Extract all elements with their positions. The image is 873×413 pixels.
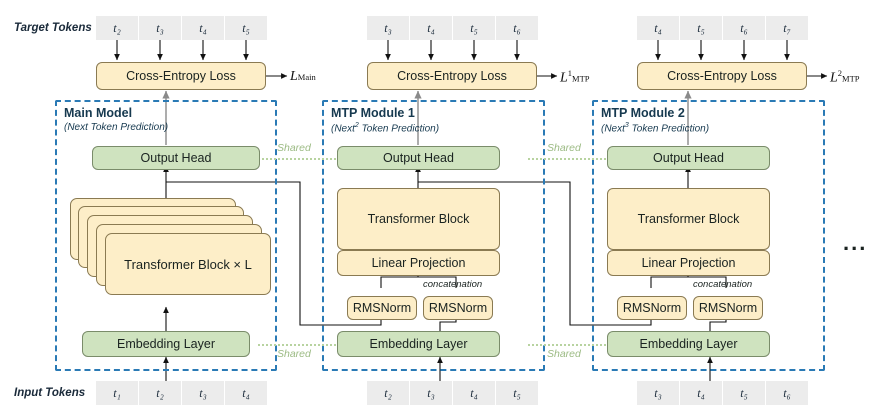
linear-projection-mtp1: Linear Projection <box>337 250 500 276</box>
module-title-main-model: Main Model <box>64 106 133 120</box>
input-token-cell: t₂ <box>367 381 409 405</box>
target-tokens-label: Target Tokens <box>14 22 92 34</box>
module-title-mtp-module-1: MTP Module 1 <box>331 106 415 120</box>
concatenation-label-mtp1: concatenation <box>423 279 483 290</box>
input-token-cell: t₁ <box>96 381 138 405</box>
rmsnorm-right-mtp1: RMSNorm <box>423 296 493 320</box>
transformer-block-main: Transformer Block × L <box>105 233 271 295</box>
target-token-cell: t₆ <box>723 16 765 40</box>
shared-link-embedding-2 <box>528 344 618 346</box>
input-token-cell: t₃ <box>637 381 679 405</box>
loss-symbol-mtp2: L2MTP <box>830 68 860 87</box>
shared-label-embedding-2: Shared <box>547 348 581 360</box>
input-token-row-main: t₁ t₂ t₃ t₄ <box>96 381 267 405</box>
subtitle-superscript: 2 <box>354 122 359 129</box>
input-token-row-mtp2: t₃ t₄ t₅ t₆ <box>637 381 808 405</box>
subtitle-superscript: 3 <box>624 122 629 129</box>
module-frame-mtp-module-2 <box>592 100 825 371</box>
subtitle-pre: (Next <box>601 123 625 135</box>
target-token-cell: t₅ <box>453 16 495 40</box>
target-token-cell: t₅ <box>225 16 267 40</box>
rmsnorm-right-mtp2: RMSNorm <box>693 296 763 320</box>
loss-subscript: MTP <box>572 73 590 84</box>
input-token-cell: t₅ <box>496 381 538 405</box>
target-token-cell: t₇ <box>766 16 808 40</box>
loss-symbol-mtp1: L1MTP <box>560 68 590 87</box>
shared-label-output-head-2: Shared <box>547 142 581 154</box>
target-token-cell: t₃ <box>367 16 409 40</box>
rmsnorm-left-mtp2: RMSNorm <box>617 296 687 320</box>
subtitle-post: Token Prediction) <box>628 123 710 135</box>
shared-link-output-head-2 <box>528 158 618 160</box>
output-head-mtp1: Output Head <box>337 146 500 170</box>
target-token-cell: t₅ <box>680 16 722 40</box>
target-token-cell: t₃ <box>139 16 181 40</box>
loss-superscript: 2 <box>837 68 843 78</box>
loss-script-letter: L <box>290 69 298 84</box>
module-title-mtp-module-2: MTP Module 2 <box>601 106 685 120</box>
shared-label-output-head-1: Shared <box>277 142 311 154</box>
cross-entropy-loss-mtp1: Cross-Entropy Loss <box>367 62 537 90</box>
target-token-row-main: t₂ t₃ t₄ t₅ <box>96 16 267 40</box>
more-modules-ellipsis: ... <box>843 230 868 255</box>
input-token-cell: t₄ <box>453 381 495 405</box>
target-token-cell: t₄ <box>182 16 224 40</box>
module-subtitle-mtp-module-2: (Next3 Token Prediction) <box>601 122 709 134</box>
concatenation-label-mtp2: concatenation <box>693 279 753 290</box>
rmsnorm-left-mtp1: RMSNorm <box>347 296 417 320</box>
embedding-layer-main: Embedding Layer <box>82 331 250 357</box>
cross-entropy-loss-mtp2: Cross-Entropy Loss <box>637 62 807 90</box>
target-token-cell: t₄ <box>637 16 679 40</box>
input-token-cell: t₅ <box>723 381 765 405</box>
input-token-cell: t₄ <box>680 381 722 405</box>
cross-entropy-loss-main: Cross-Entropy Loss <box>96 62 266 90</box>
embedding-layer-mtp1: Embedding Layer <box>337 331 500 357</box>
input-token-cell: t₆ <box>766 381 808 405</box>
input-tokens-label: Input Tokens <box>14 387 86 399</box>
output-head-main: Output Head <box>92 146 260 170</box>
module-subtitle-main-model: (Next Token Prediction) <box>64 122 169 133</box>
target-token-cell: t₆ <box>496 16 538 40</box>
loss-subscript: MTP <box>842 73 860 84</box>
loss-symbol-main: LMain <box>290 68 316 85</box>
output-head-mtp2: Output Head <box>607 146 770 170</box>
target-token-cell: t₄ <box>410 16 452 40</box>
loss-script-letter: L <box>830 70 838 86</box>
target-token-row-mtp1: t₃ t₄ t₅ t₆ <box>367 16 538 40</box>
shared-label-embedding-1: Shared <box>277 348 311 360</box>
module-frame-mtp-module-1 <box>322 100 545 371</box>
shared-link-embedding-1 <box>258 344 348 346</box>
module-frame-main-model <box>55 100 277 371</box>
input-token-cell: t₄ <box>225 381 267 405</box>
target-token-row-mtp2: t₄ t₅ t₆ t₇ <box>637 16 808 40</box>
transformer-block-mtp2: Transformer Block <box>607 188 770 250</box>
embedding-layer-mtp2: Embedding Layer <box>607 331 770 357</box>
module-subtitle-mtp-module-1: (Next2 Token Prediction) <box>331 122 439 134</box>
transformer-block-mtp1: Transformer Block <box>337 188 500 250</box>
linear-projection-mtp2: Linear Projection <box>607 250 770 276</box>
input-token-row-mtp1: t₂ t₃ t₄ t₅ <box>367 381 538 405</box>
subtitle-pre: (Next <box>331 123 355 135</box>
loss-superscript: 1 <box>567 68 573 78</box>
loss-subscript: Main <box>297 72 316 82</box>
shared-link-output-head-1 <box>258 158 348 160</box>
loss-script-letter: L <box>560 70 568 86</box>
input-token-cell: t₃ <box>410 381 452 405</box>
input-token-cell: t₂ <box>139 381 181 405</box>
target-token-cell: t₂ <box>96 16 138 40</box>
input-token-cell: t₃ <box>182 381 224 405</box>
subtitle-post: Token Prediction) <box>358 123 440 135</box>
